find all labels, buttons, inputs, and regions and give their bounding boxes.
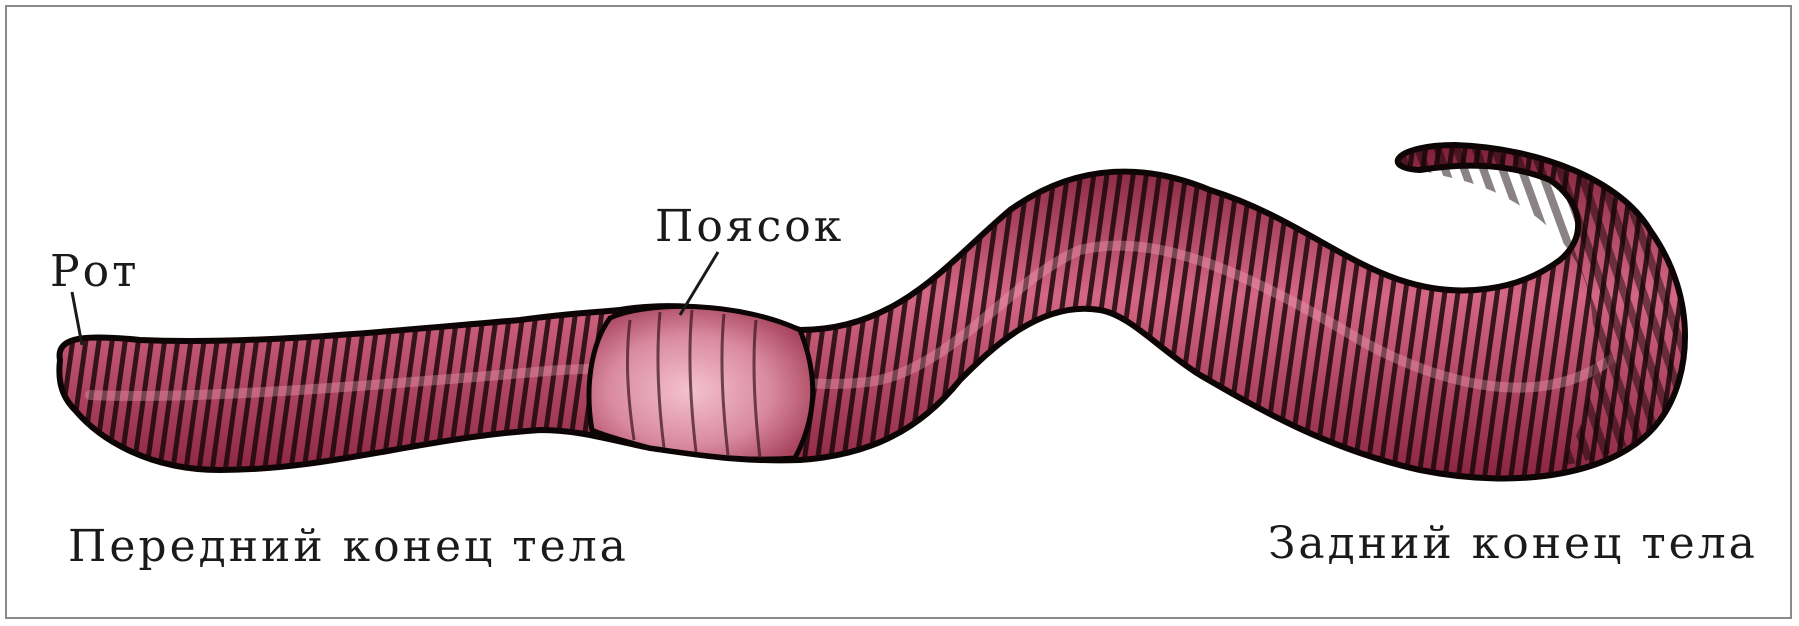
mouth-label: Рот <box>50 250 139 294</box>
back-end-label: Задний конец тела <box>1268 522 1758 566</box>
clitellum <box>589 306 813 459</box>
worm-body <box>59 145 1685 478</box>
front-end-label: Передний конец тела <box>68 525 629 569</box>
clitellum-label: Поясок <box>655 205 844 249</box>
